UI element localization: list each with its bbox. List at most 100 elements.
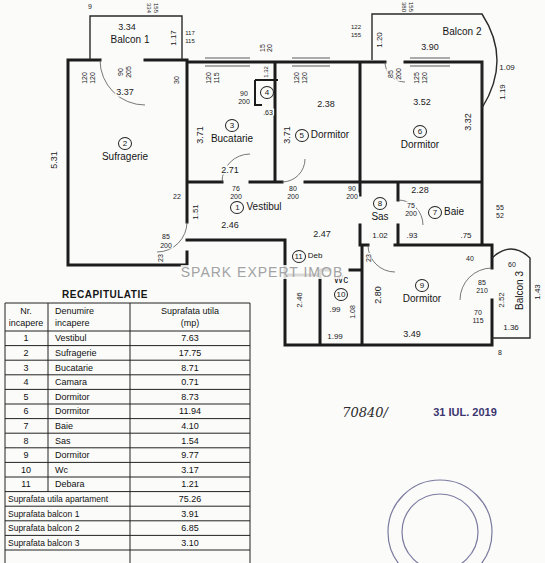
table-cell: Suprafata balcon 1: [8, 509, 79, 518]
round-stamp: [388, 480, 492, 563]
table-cell: 1.21: [181, 480, 199, 489]
table-cell: 9.77: [181, 451, 199, 460]
dimension-label: 115: [184, 38, 196, 44]
dimension-label: 90: [117, 67, 124, 77]
room-box: 8Sas: [369, 196, 391, 224]
dimension-label: 200: [345, 193, 359, 200]
dimension-label: 23: [157, 253, 164, 263]
dimension-label: 2.46: [220, 221, 240, 230]
dimension-label: 2.28: [410, 186, 430, 195]
dimension-label: 120: [205, 71, 212, 85]
dimension-label: 20: [266, 43, 273, 53]
room-box: Balcon 2: [441, 26, 484, 39]
dimension-label: 1.09: [498, 64, 516, 72]
summary-table: [5, 303, 250, 563]
table-cell: 3.10: [181, 538, 199, 547]
dimension-label: 90: [239, 90, 249, 97]
dimension-label: 3.52: [412, 98, 432, 107]
table-cell: 1.54: [181, 436, 199, 445]
dimension-label: 3.49: [402, 330, 422, 339]
room-number: 11: [292, 250, 306, 263]
dimension-label: .75: [459, 232, 472, 240]
dimension-label: 334: [146, 2, 152, 14]
room-box: 6Dormitor: [399, 124, 442, 152]
dimension-label: 40: [465, 255, 475, 262]
table-cell: 3.91: [181, 509, 199, 518]
table-cell: Vestibul: [55, 334, 87, 343]
dimension-label: 120: [81, 71, 88, 85]
windows: [205, 58, 450, 66]
room-number: 10: [334, 288, 348, 301]
table-cell: 4.10: [181, 421, 199, 430]
dimension-label: 115: [471, 317, 484, 324]
dimension-label: 120: [301, 71, 308, 85]
table-cell: incapere: [55, 319, 90, 328]
dimension-label: 8: [497, 349, 503, 356]
room-number: 6: [413, 125, 427, 138]
room-name: Balcon 2: [443, 27, 482, 38]
table-cell: 4: [23, 378, 28, 387]
dimension-label: 70: [473, 309, 483, 316]
room-box: 5Dormitor: [293, 128, 352, 143]
table-cell: (mp): [181, 319, 200, 328]
dimension-label: 76: [231, 185, 241, 192]
dimension-label: 122: [350, 24, 362, 30]
dimension-label: 85: [161, 233, 171, 240]
room-number: 4: [260, 86, 274, 99]
dimension-label: 380: [401, 1, 407, 13]
room-name: Bucatarie: [211, 134, 253, 145]
dimension-label: 1.08: [349, 304, 356, 320]
dimension-label: 155: [153, 2, 159, 14]
table-cell: 3: [23, 363, 28, 372]
dimension-label: 1.32: [263, 65, 269, 79]
dimension-label: 2.71: [220, 166, 240, 175]
table-cell: 6.85: [181, 524, 199, 533]
room-name: Vestibul: [246, 202, 281, 213]
table-cell: 7.63: [181, 334, 199, 343]
dimension-label: 1.20: [376, 31, 384, 49]
table-cell: 0.71: [181, 378, 199, 387]
dimension-label: 2.80: [374, 285, 383, 305]
table-cell: 8.71: [181, 363, 199, 372]
dimension-label: 3.90: [420, 43, 440, 52]
dimension-label: 1.99: [326, 333, 344, 341]
table-cell: 3.17: [181, 465, 199, 474]
room-box: 9Dormitor: [401, 278, 444, 306]
dimension-label: 90: [347, 185, 357, 192]
dimension-label: 2.46: [296, 291, 304, 309]
table-cell: Suprafata balcon 3: [8, 538, 79, 547]
dimension-label: 2.47: [312, 230, 332, 239]
dimension-label: 30: [173, 75, 180, 85]
table-cell: 8: [23, 436, 28, 445]
table-cell: 9: [23, 451, 28, 460]
table-cell: Denumire: [55, 307, 94, 316]
dimension-label: .93: [405, 232, 418, 240]
dimension-label: 85: [387, 69, 394, 79]
room-name: Dormitor: [401, 140, 439, 151]
date-stamp: 31 IUL. 2019: [433, 407, 497, 418]
dimension-label: 3.37: [115, 88, 135, 97]
dimension-label: 200: [286, 193, 300, 200]
table-cell: Debara: [55, 480, 85, 489]
dimension-label: 120: [293, 71, 300, 85]
dimension-label: 1.17: [170, 29, 178, 47]
table-cell: 11: [21, 480, 30, 489]
dimension-label: 117: [184, 30, 196, 36]
room-box: 3Bucatarie: [209, 118, 256, 146]
room-box: 7Baie: [426, 205, 467, 220]
dimension-label: 1.51: [192, 203, 200, 221]
room-name: Sufragerie: [102, 152, 148, 163]
dimension-label: 55: [495, 204, 505, 211]
dimension-label: 155: [350, 32, 362, 38]
table-cell: Suprafata utila: [161, 307, 219, 316]
room-number: 9: [415, 279, 429, 292]
room-name: Dormitor: [311, 130, 349, 141]
dimension-label: 200: [404, 210, 418, 217]
dimension-label: 9: [87, 3, 93, 10]
table-cell: 11.94: [179, 407, 201, 416]
table-cell: Dormitor: [55, 451, 90, 460]
dimension-label: 155: [408, 1, 414, 13]
dimension-label: .63: [262, 109, 274, 116]
dimension-label: 2.38: [316, 100, 336, 109]
table-cell: 10: [21, 465, 31, 474]
